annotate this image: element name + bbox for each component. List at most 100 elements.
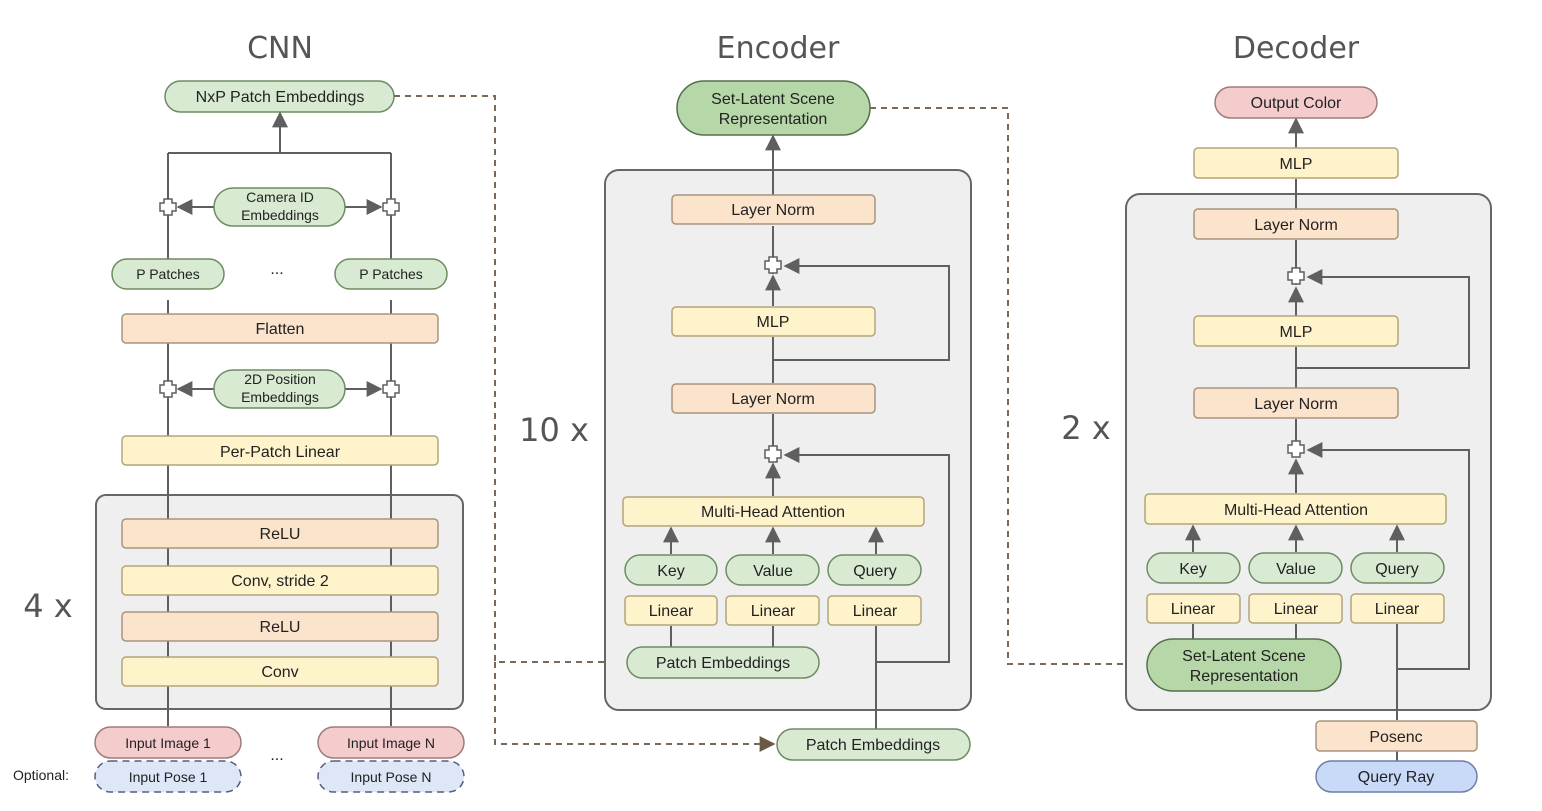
input-image-n	[317, 726, 465, 759]
position-line2: Embeddings	[241, 389, 319, 405]
encoder-output-slsr	[676, 80, 871, 136]
encoder-repeat-label: 10 x	[519, 411, 589, 449]
camera-id-line1: Camera ID	[246, 189, 314, 205]
decoder-query-ray-label: Query Ray	[1358, 769, 1434, 786]
encoder-output-line2: Representation	[719, 111, 828, 128]
decoder-layer-norm-top	[1193, 208, 1399, 240]
decoder-linear-query	[1350, 593, 1445, 624]
decoder-linear-value	[1248, 593, 1343, 624]
encoder-layer-norm-top	[671, 194, 876, 225]
encoder-mha	[622, 496, 925, 527]
decoder-query	[1350, 552, 1445, 584]
conv-stride-layer	[121, 565, 439, 596]
encoder-add-node-2	[764, 445, 782, 463]
encoder-mlp-residual	[773, 258, 950, 361]
encoder-key-label: Key	[657, 563, 685, 580]
decoder-value	[1248, 552, 1343, 584]
decoder-mha-label: Multi-Head Attention	[1224, 502, 1368, 519]
input-pose-1-label: Input Pose 1	[129, 769, 208, 785]
cnn-output-label: NxP Patch Embeddings	[196, 89, 365, 106]
decoder-posenc	[1315, 720, 1478, 752]
cnn-add-node-1	[159, 198, 177, 216]
decoder-mlp-residual	[1296, 269, 1470, 369]
relu-bottom-label: ReLU	[260, 619, 301, 636]
decoder-final-mlp-label: MLP	[1280, 156, 1313, 173]
input-pose-n	[317, 760, 465, 793]
decoder-mlp	[1193, 315, 1399, 347]
per-patch-linear-layer	[121, 435, 439, 466]
decoder-query-ray	[1315, 760, 1478, 793]
cnn-add-node-2	[382, 198, 400, 216]
input-pose-n-label: Input Pose N	[351, 769, 432, 785]
camera-id-embeddings	[213, 187, 346, 227]
decoder-slsr-line2: Representation	[1190, 668, 1299, 685]
encoder-linear-key	[624, 595, 718, 626]
p-patches-left	[111, 258, 225, 290]
encoder-query-label: Query	[853, 563, 897, 580]
cnn-to-encoder-dashed-link	[394, 95, 624, 670]
encoder-mha-label: Multi-Head Attention	[701, 504, 845, 521]
encoder-mlp-label: MLP	[757, 314, 790, 331]
cnn-add-node-3	[159, 380, 177, 398]
encoder-value-label: Value	[753, 563, 793, 580]
encoder-to-decoder-dashed-link	[870, 107, 1145, 672]
decoder-add-node-2	[1287, 440, 1305, 458]
decoder-output-color	[1214, 86, 1378, 119]
decoder-output-label: Output Color	[1251, 95, 1342, 112]
decoder-title: Decoder	[1233, 31, 1360, 66]
cnn-repeat-label: 4 x	[23, 587, 72, 625]
decoder-key-label: Key	[1179, 561, 1207, 578]
decoder-posenc-label: Posenc	[1369, 729, 1422, 746]
encoder-patch-embeddings-label: Patch Embeddings	[656, 655, 790, 672]
cnn-title: CNN	[247, 31, 313, 66]
inputs-ellipsis: ...	[270, 747, 283, 764]
decoder-key	[1146, 552, 1241, 584]
cnn-to-encoder-query-dashed-link	[494, 662, 776, 752]
encoder-patch-embeddings-input	[626, 646, 820, 679]
decoder-slsr-input	[1146, 638, 1342, 692]
encoder-output-line1: Set-Latent Scene	[711, 91, 835, 108]
relu-layer-top	[121, 518, 439, 549]
encoder-title: Encoder	[717, 31, 840, 66]
decoder-query-label: Query	[1375, 561, 1419, 578]
input-pose-1	[94, 760, 242, 793]
decoder-layer-norm-top-label: Layer Norm	[1254, 217, 1338, 234]
input-image-1	[94, 726, 242, 759]
encoder-value	[725, 554, 820, 586]
encoder-linear-value	[725, 595, 820, 626]
optional-label: Optional:	[13, 767, 69, 783]
flatten-layer	[121, 313, 439, 344]
encoder-query-patch-embeddings-label: Patch Embeddings	[806, 737, 940, 754]
encoder-attn-residual	[783, 447, 950, 663]
decoder-attn-residual	[1306, 442, 1470, 670]
decoder-block-group	[1125, 193, 1492, 711]
decoder-mha	[1144, 493, 1447, 525]
input-image-1-label: Input Image 1	[125, 735, 211, 751]
conv-stride-label: Conv, stride 2	[231, 573, 329, 590]
encoder-linear-value-label: Linear	[751, 603, 796, 620]
per-patch-linear-label: Per-Patch Linear	[220, 444, 341, 461]
conv-layer	[121, 656, 439, 687]
encoder-query-patch-embeddings	[776, 728, 971, 761]
decoder-mlp-label: MLP	[1280, 324, 1313, 341]
decoder-value-label: Value	[1276, 561, 1316, 578]
p-patches-right	[334, 258, 448, 290]
camera-id-line2: Embeddings	[241, 207, 319, 223]
encoder-layer-norm-top-label: Layer Norm	[731, 202, 815, 219]
encoder-linear-key-label: Linear	[649, 603, 694, 620]
encoder-add-node-1	[764, 256, 782, 274]
patches-ellipsis: ...	[270, 261, 283, 278]
flatten-label: Flatten	[256, 321, 305, 338]
cnn-add-node-4	[382, 380, 400, 398]
decoder-linear-value-label: Linear	[1274, 601, 1319, 618]
p-patches-right-label: P Patches	[359, 266, 423, 282]
encoder-mlp	[671, 306, 876, 337]
decoder-linear-key	[1146, 593, 1241, 624]
decoder-final-mlp	[1193, 147, 1399, 179]
decoder-add-node-1	[1287, 267, 1305, 285]
encoder-layer-norm-bottom-label: Layer Norm	[731, 391, 815, 408]
decoder-slsr-line1: Set-Latent Scene	[1182, 648, 1306, 665]
relu-layer-bottom	[121, 611, 439, 642]
p-patches-left-label: P Patches	[136, 266, 200, 282]
